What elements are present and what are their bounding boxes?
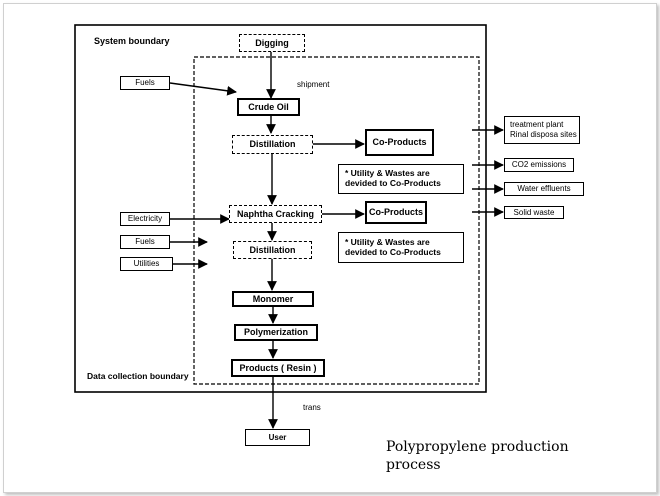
- diagram-caption: Polypropylene production process: [386, 439, 569, 474]
- process-polymerization: Polymerization: [234, 324, 318, 341]
- input-utilities: Utilities: [120, 257, 173, 271]
- data-collection-boundary-label: Data collection boundary: [87, 371, 189, 381]
- output-co2-emissions: CO2 emissions: [504, 158, 574, 172]
- co-products-2: Co-Products: [365, 201, 427, 224]
- utility-note-1: * Utility & Wastes are devided to Co-Pro…: [338, 164, 464, 194]
- co-products-1: Co-Products: [365, 129, 434, 156]
- output-treatment-plant: treatment plant Rinal disposa sites: [504, 116, 580, 144]
- process-naphtha-cracking: Naphtha Cracking: [229, 205, 322, 223]
- input-electricity: Electricity: [120, 212, 170, 226]
- process-products-resin: Products ( Resin ): [231, 359, 325, 377]
- process-digging: Digging: [239, 34, 305, 52]
- process-crude-oil: Crude Oil: [237, 98, 300, 116]
- input-fuels-bottom: Fuels: [120, 235, 170, 249]
- system-boundary-frame: [74, 24, 487, 393]
- utility-note-2: * Utility & Wastes are devided to Co-Pro…: [338, 232, 464, 263]
- shipment-label: shipment: [297, 80, 330, 89]
- process-distillation-2: Distillation: [233, 241, 312, 259]
- input-fuels-top: Fuels: [120, 76, 170, 90]
- process-monomer: Monomer: [232, 291, 314, 307]
- output-solid-waste: Solid waste: [504, 206, 564, 219]
- user-box: User: [245, 429, 310, 446]
- slide: [3, 3, 657, 493]
- trans-label: trans: [303, 403, 321, 412]
- process-distillation-1: Distillation: [232, 135, 313, 154]
- output-water-effluents: Water effluents: [504, 182, 584, 196]
- system-boundary-label: System boundary: [94, 36, 170, 46]
